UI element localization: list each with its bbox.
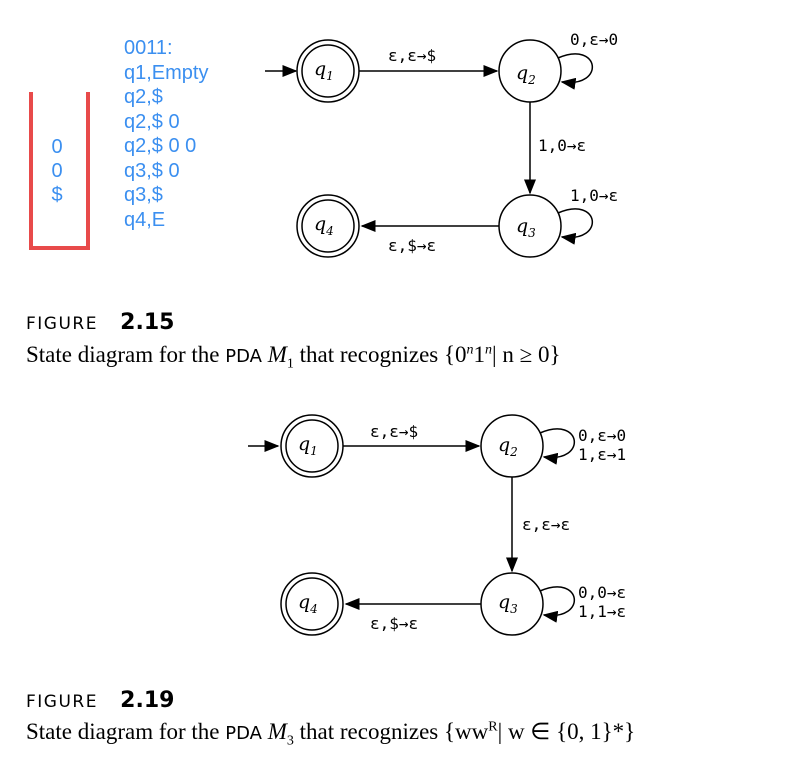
figure-title-2: FIGURE 2.19	[26, 688, 174, 713]
transition-q2-loop: 0,ε→0	[570, 30, 619, 49]
figure-number: 2.19	[120, 688, 175, 713]
transition-q1-q2: ε,ε→$	[370, 422, 419, 441]
trace-step: q2,$ 0 0	[124, 135, 197, 157]
trace-step: q2,$	[124, 86, 163, 108]
loop-q2	[557, 53, 593, 90]
transition-q3-q4: ε,$→ε	[388, 236, 437, 255]
transition-q3-loop: 0,0→ε 1,1→ε	[578, 583, 627, 621]
transition-q2-q3: ε,ε→ε	[522, 515, 571, 534]
stack-item: 0	[51, 160, 63, 182]
figure-number: 2.15	[120, 310, 175, 335]
state-label-q4: q4	[314, 213, 334, 238]
stack-item: $	[51, 184, 63, 206]
trace-step: q2,$ 0	[124, 110, 180, 133]
pda-diagram-m3	[248, 414, 575, 636]
figure-label: FIGURE	[26, 314, 98, 334]
figure-title-1: FIGURE 2.15	[26, 310, 174, 335]
state-label-q1: q1	[314, 58, 334, 83]
input-trace: 0011: q1,Empty q2,$ q2,$ 0 q2,$ 0 0 q3,$…	[124, 36, 208, 232]
trace-step: q3,$ 0	[124, 159, 180, 182]
trace-step: q1,Empty	[124, 61, 209, 84]
state-label-q2: q2	[498, 434, 518, 459]
figure-label: FIGURE	[26, 692, 98, 712]
state-q4	[280, 572, 344, 636]
figure-caption-2: State diagram for the PDA M3 that recogn…	[26, 719, 636, 749]
state-label-q4: q4	[298, 591, 318, 616]
transition-q3-q4: ε,$→ε	[370, 614, 419, 633]
stack-container	[29, 92, 90, 250]
state-label-q1: q1	[298, 433, 318, 458]
transition-q1-q2: ε,ε→$	[388, 46, 437, 65]
loop-q3	[539, 586, 575, 623]
stack-item: 0	[51, 136, 63, 158]
state-q4	[296, 194, 360, 258]
transition-q2-loop: 0,ε→0 1,ε→1	[578, 426, 627, 464]
stack-items: 0 0 $	[42, 135, 72, 207]
figure-caption-1: State diagram for the PDA M1 that recogn…	[26, 342, 561, 372]
loop-q3	[557, 208, 593, 245]
trace-step: q3,$	[124, 184, 163, 206]
loop-q2	[539, 428, 575, 465]
transition-q3-loop: 1,0→ε	[570, 186, 619, 205]
pda-diagram-m1	[265, 39, 593, 258]
state-label-q3: q3	[516, 215, 536, 240]
trace-step: q4,E	[124, 208, 166, 231]
state-label-q2: q2	[516, 62, 536, 87]
state-label-q3: q3	[498, 591, 518, 616]
trace-input: 0011:	[124, 37, 173, 59]
transition-q2-q3: 1,0→ε	[538, 136, 587, 155]
